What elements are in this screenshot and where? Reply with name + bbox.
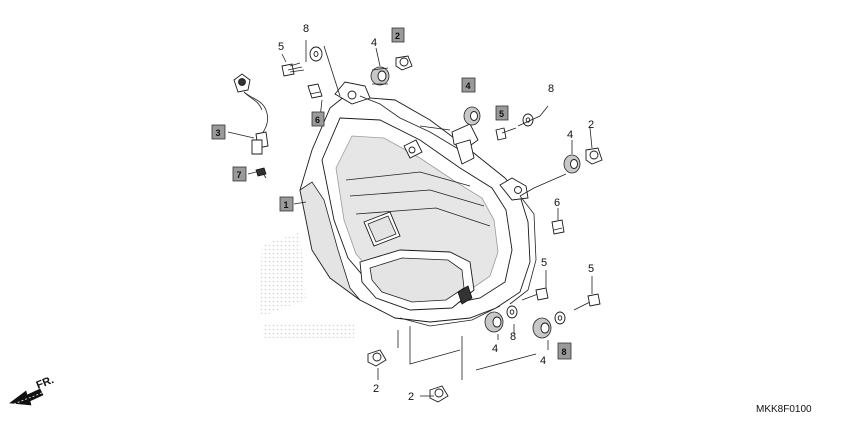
headlight-unit: [299, 81, 537, 327]
callout-8-mid: 8: [548, 83, 554, 95]
svg-text:4: 4: [466, 81, 471, 91]
boxed-callout-1: 1: [279, 196, 294, 212]
clip-6-upper: [307, 83, 323, 99]
diagram-code: MKK8F0100: [756, 404, 812, 415]
callout-5-upper-left: 5: [278, 41, 284, 53]
bolt-5-mid: [495, 127, 517, 141]
bolt-5-lower-right: [573, 293, 601, 311]
clip-6-right: [551, 219, 565, 235]
bolt-5-lower-mid: [521, 287, 549, 301]
callout-4-upper: 4: [371, 37, 377, 49]
collar-2-lower: [429, 385, 449, 403]
boxed-callout-6: 6: [311, 111, 325, 127]
washer-8-lower-right: [554, 311, 566, 325]
washer-8-upper-left: [309, 46, 323, 62]
rubber-4-lower-mid: [484, 311, 504, 333]
callout-2-lower-left: 2: [373, 383, 379, 395]
front-label: FR.: [35, 374, 56, 392]
callout-4-right: 4: [567, 129, 573, 141]
svg-text:7: 7: [237, 170, 242, 180]
callout-numbers: 5 8 4 8 4 2 6 5 5 4 8 4 2 2: [278, 23, 594, 403]
svg-text:8: 8: [562, 347, 567, 357]
washer-8-lower-mid: [506, 305, 518, 319]
rubber-4-right: [563, 154, 581, 174]
callout-8-upper-left: 8: [303, 23, 309, 35]
collar-2-upper: [395, 55, 413, 71]
boxed-callouts: 2 4 5 6 3 7 1 8: [211, 27, 572, 360]
bolt-5-upper-left: [281, 62, 305, 77]
collar-2-lower-left: [367, 349, 387, 367]
callout-8-lower-mid: 8: [510, 331, 516, 343]
svg-text:1: 1: [284, 200, 289, 210]
callout-5-lower-right: 5: [588, 263, 594, 275]
collar-2-right: [585, 147, 603, 165]
watermark-logo: [258, 232, 355, 338]
front-direction-arrow: FR.: [9, 374, 56, 406]
socket-wire-part: [233, 73, 269, 155]
rubber-4-lower-right: [532, 317, 552, 339]
svg-text:2: 2: [395, 31, 400, 41]
rubber-4-mid: [463, 106, 481, 126]
boxed-callout-4: 4: [461, 77, 476, 93]
callout-4-lower-mid: 4: [492, 343, 498, 355]
svg-text:3: 3: [216, 128, 221, 138]
boxed-callout-8: 8: [557, 342, 572, 360]
boxed-callout-3: 3: [211, 124, 226, 140]
boxed-callout-7: 7: [232, 166, 247, 182]
leader-lines: [227, 40, 593, 397]
callout-4-lower-right: 4: [540, 355, 546, 367]
boxed-callout-2: 2: [391, 27, 405, 43]
callout-2-right: 2: [588, 119, 594, 131]
callout-6-right: 6: [554, 197, 560, 209]
callout-2-lower: 2: [408, 391, 414, 403]
boxed-callout-5: 5: [495, 105, 509, 121]
rubber-4-upper: [370, 66, 390, 86]
screw-7: [255, 167, 267, 179]
svg-text:6: 6: [315, 115, 320, 125]
callout-5-lower-mid: 5: [541, 257, 547, 269]
svg-text:5: 5: [499, 109, 504, 119]
